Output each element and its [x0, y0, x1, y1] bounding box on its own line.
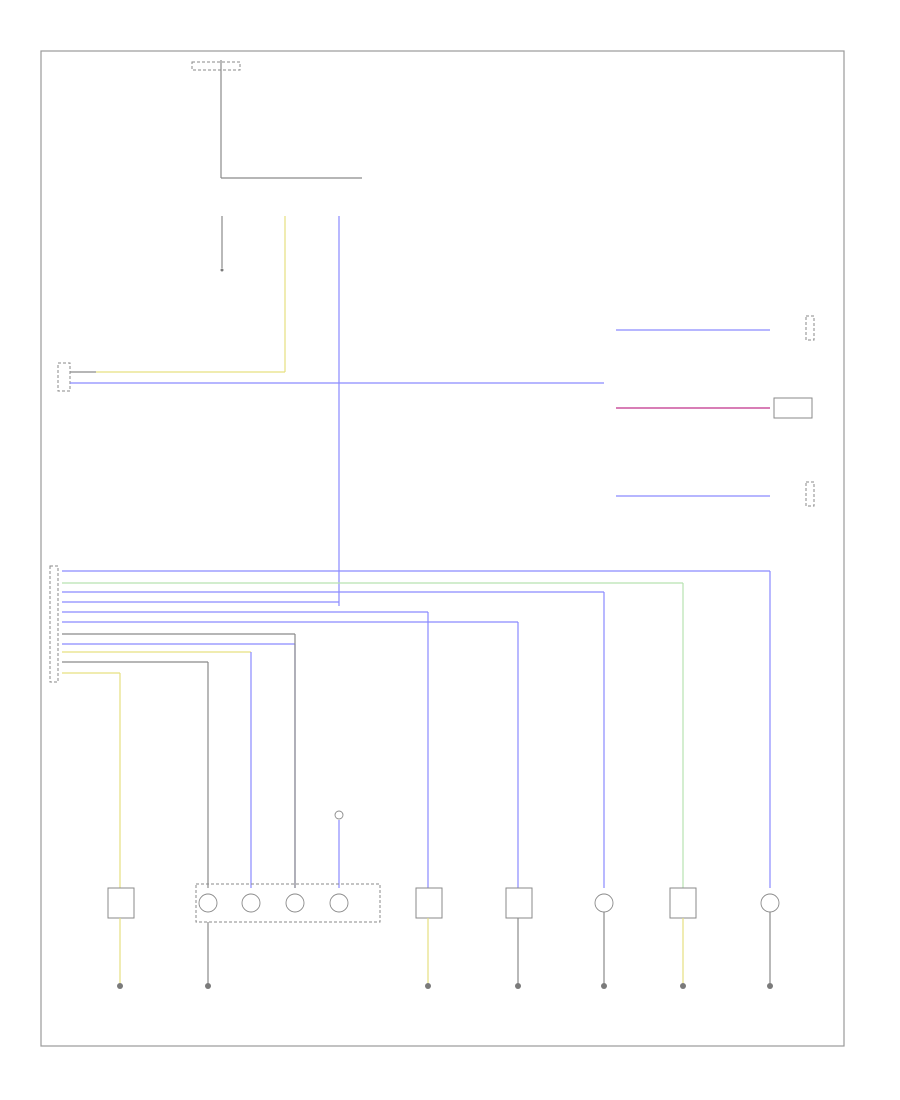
lamp-2 — [198, 893, 218, 913]
ground-7 — [767, 983, 773, 989]
left-module — [57, 362, 604, 392]
ground-5 — [601, 983, 607, 989]
right-lamp-top — [616, 315, 815, 341]
upper-drops — [96, 216, 340, 606]
lamp-8 — [594, 893, 614, 913]
bottom-lamps — [107, 883, 780, 923]
lamp-5 — [329, 893, 349, 913]
lamp-9 — [669, 887, 697, 919]
wire-bundle — [49, 565, 770, 683]
lamp-1 — [107, 887, 135, 919]
right-lamp-bottom — [616, 481, 815, 507]
ground-drops — [119, 912, 771, 985]
ground-2 — [205, 983, 211, 989]
ground-3 — [425, 983, 431, 989]
grounds — [117, 983, 773, 989]
lamp-drops — [119, 571, 771, 888]
top-fuse-feed — [191, 60, 362, 179]
ground-1 — [117, 983, 123, 989]
lamp-3 — [241, 893, 261, 913]
ground-4 — [515, 983, 521, 989]
right-lamp-middle — [616, 397, 813, 419]
lamp-group-box — [195, 883, 381, 923]
ground-6 — [680, 983, 686, 989]
lamp-7 — [505, 887, 533, 919]
diagram-frame — [40, 50, 845, 1047]
lamp-4 — [285, 893, 305, 913]
lamp-6 — [415, 887, 443, 919]
center-switch — [334, 810, 344, 820]
lamp-10 — [760, 893, 780, 913]
